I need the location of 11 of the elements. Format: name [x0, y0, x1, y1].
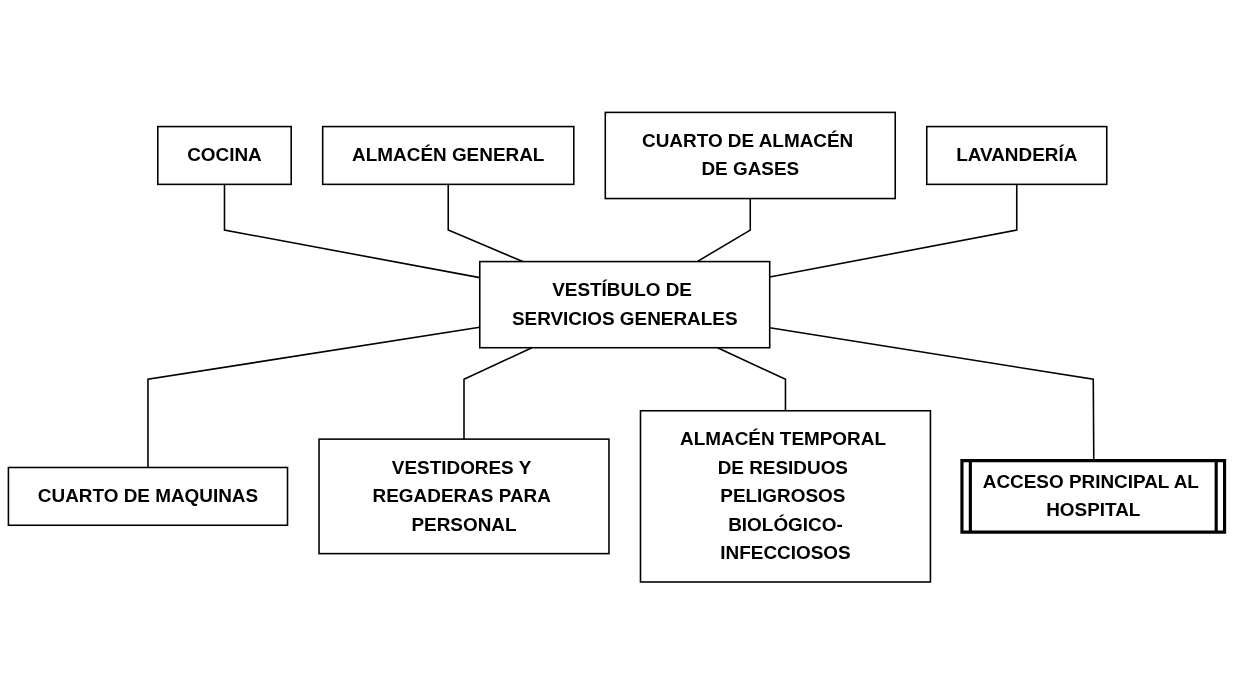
node-box: VESTÍBULO DE SERVICIOS GENERALES	[478, 260, 771, 349]
node-box: ALMACÉN GENERAL	[321, 125, 575, 185]
node-box: VESTIDORES Y REGADERAS PARA PERSONAL	[318, 438, 610, 555]
connector	[463, 346, 533, 440]
node-box: CUARTO DE ALMACÉN DE GASES	[604, 111, 897, 200]
connector	[696, 197, 752, 263]
node-box: COCINA	[157, 125, 292, 185]
node-box: ALMACÉN TEMPORAL DE RESIDUOS PELIGROSOS BIOLÓGICO-INFECCIOSOS	[639, 409, 932, 583]
connector	[447, 183, 524, 263]
node-box: LAVANDERÍA	[925, 125, 1108, 185]
node-box: CUARTO DE MAQUINAS	[7, 466, 289, 526]
